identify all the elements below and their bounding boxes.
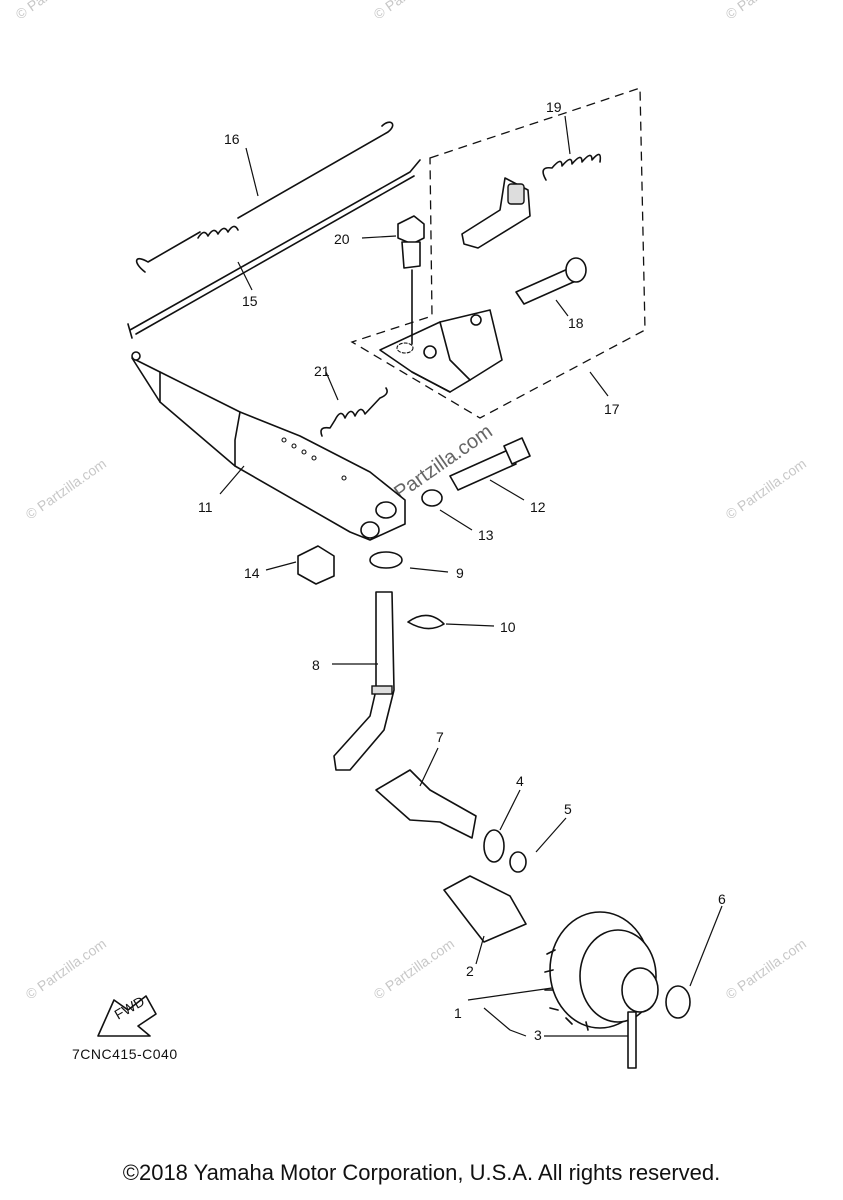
callout-numbers: 16 15 20 19 18 17 21 11 12 13 14 9 10 8 … [198,99,726,1043]
callout-16: 16 [224,131,240,147]
callout-4: 4 [516,773,524,789]
weight-2 [443,875,527,943]
spring-16 [135,121,394,273]
washer-5 [509,851,527,873]
nut-14 [297,545,335,585]
watermark: © Partzilla.com [723,455,809,522]
callout-11: 11 [198,499,213,515]
bolt-12 [449,437,531,491]
callout-1: 1 [454,1005,462,1021]
watermark: © Partzilla.com [723,935,809,1002]
callout-19: 19 [546,99,562,115]
spring-rod-group [127,121,421,339]
pin-3 [627,1011,637,1069]
rod-15 [127,159,421,339]
washer-4 [483,829,505,863]
watermarks: © Partzilla.com © Partzilla.com © Partzi… [13,0,809,1002]
bolt-18 [515,257,587,305]
spring-21 [320,387,388,437]
shaft-8 [333,591,395,771]
callout-7: 7 [436,729,444,745]
watermark: © Partzilla.com [723,0,809,22]
washer-9 [369,551,403,569]
pin-10 [407,614,445,630]
callout-21: 21 [314,363,330,379]
watermark: © Partzilla.com [371,0,457,22]
callout-18: 18 [568,315,584,331]
callout-13: 13 [478,527,494,543]
bracket-assembly [379,309,503,393]
callout-14: 14 [244,565,260,581]
washer-13 [421,489,443,507]
callout-20: 20 [334,231,350,247]
fwd-arrow-icon: FWD [97,993,157,1037]
callout-6: 6 [718,891,726,907]
washer-6 [665,985,691,1019]
diagram-code: 7CNC415-C040 [72,1046,178,1062]
leader-lines [219,115,723,1037]
callout-8: 8 [312,657,320,673]
watermark: © Partzilla.com [23,935,109,1002]
callout-12: 12 [530,499,546,515]
callout-10: 10 [500,619,516,635]
shaft-7 [375,769,477,839]
watermark: © Partzilla.com [371,935,457,1002]
lever-arm-11 [131,351,406,541]
callout-5: 5 [564,801,572,817]
watermark: © Partzilla.com [13,0,99,22]
bolt-20 [397,215,425,345]
callout-17: 17 [604,401,620,417]
assembly-box-outline [350,87,646,419]
callout-2: 2 [466,963,474,979]
plate [461,177,531,249]
spring-19 [542,153,602,181]
callout-3: 3 [534,1027,542,1043]
spring-16-coils [197,225,239,239]
callout-15: 15 [242,293,258,309]
watermark: © Partzilla.com [23,455,109,522]
callout-9: 9 [456,565,464,581]
copyright-notice: ©2018 Yamaha Motor Corporation, U.S.A. A… [122,1160,721,1185]
gear-1 [544,911,659,1031]
